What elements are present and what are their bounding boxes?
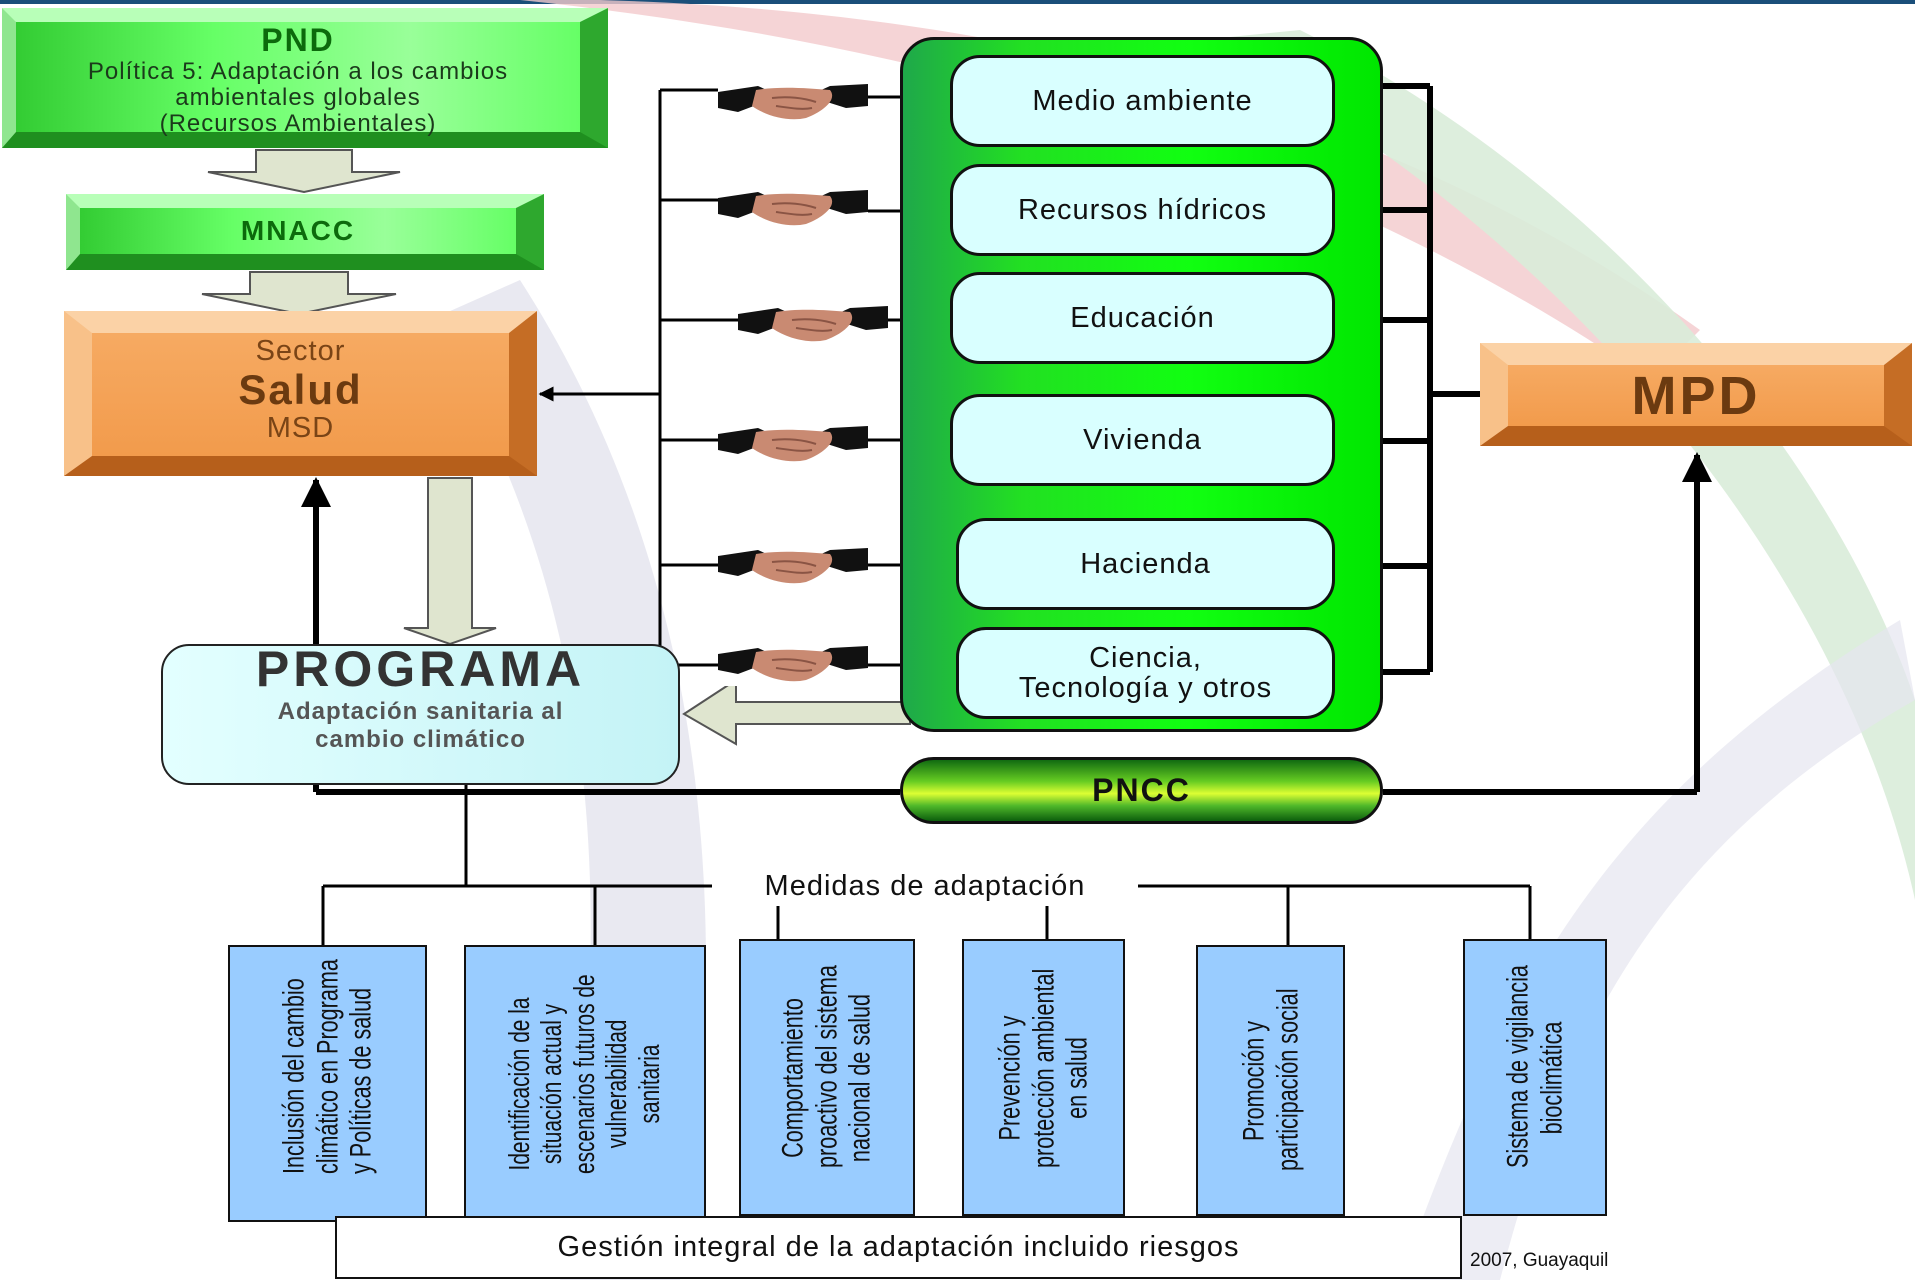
measure-line: Sistema de vigilancia — [1501, 964, 1535, 1168]
measure-vigilancia: Sistema de vigilancia bioclimática — [1463, 939, 1607, 1216]
measure-inclusion: Inclusión del cambio climático en Progra… — [228, 945, 427, 1222]
measure-prevencion: Prevención y protección ambiental en sal… — [962, 939, 1125, 1216]
pnd-line-1: Política 5: Adaptación a los cambios — [87, 58, 509, 85]
salud-line-2: Salud — [238, 366, 363, 413]
salud-line-1: Sector — [255, 335, 346, 367]
pnd-line-2: ambientales globales — [175, 83, 421, 111]
pnd-line-3: (Recursos Ambientales) — [159, 109, 437, 137]
gestion-label: Gestión integral de la adaptación inclui… — [557, 1231, 1240, 1263]
sector-label-line-1: Ciencia, — [1089, 641, 1202, 674]
handshake-icon — [718, 190, 868, 230]
measure-line: nacional de salud — [843, 993, 877, 1162]
sector-label: Vivienda — [1083, 423, 1202, 456]
measure-line: situación actual y — [536, 1003, 569, 1164]
sector-educacion: Educación — [950, 272, 1335, 364]
sector-hacienda: Hacienda — [956, 518, 1335, 610]
salud-line-3: MSD — [266, 412, 335, 445]
programa-sub-2: cambio climático — [315, 726, 526, 753]
handshake-icon — [718, 84, 868, 124]
programa-title: PROGRAMA — [255, 641, 586, 697]
pnd-box: PND Política 5: Adaptación a los cambios… — [2, 8, 608, 148]
sector-recursos-hidricos: Recursos hídricos — [950, 164, 1335, 256]
measure-line: Inclusión del cambio — [277, 977, 311, 1174]
measure-line: protección ambiental — [1026, 968, 1060, 1168]
sector-label: Recursos hídricos — [1017, 193, 1268, 226]
programa-sub-1: Adaptación sanitaria al — [277, 698, 564, 725]
measure-promocion: Promoción y participación social — [1196, 945, 1345, 1216]
measure-identificacion: Identificación de la situación actual y … — [464, 945, 706, 1222]
sector-label-line-2: Tecnología y otros — [1018, 672, 1273, 704]
handshake-icon — [718, 646, 868, 686]
measure-line: proactivo del sistema — [810, 964, 844, 1168]
sectors-panel — [900, 37, 1383, 732]
measure-line: climático en Programa — [310, 958, 344, 1174]
handshake-icon — [718, 548, 868, 588]
programa-box: PROGRAMA Adaptación sanitaria al cambio … — [161, 644, 680, 785]
handshake-icon — [718, 426, 868, 466]
medidas-label: Medidas de adaptación — [712, 866, 1138, 906]
measure-line: bioclimática — [1535, 1021, 1568, 1134]
measure-line: sanitaria — [633, 1044, 666, 1123]
measure-line: y Políticas de salud — [344, 987, 378, 1174]
mpd-box: MPD — [1480, 343, 1912, 446]
pnd-title: PND — [261, 22, 335, 58]
sector-label: Educación — [1070, 301, 1215, 334]
mnacc-box: MNACC — [66, 194, 544, 270]
measure-line: Identificación de la — [503, 997, 536, 1170]
measure-line: vulnerabilidad — [601, 1019, 634, 1148]
mnacc-label: MNACC — [240, 215, 356, 246]
sector-ciencia-tecnologia: Ciencia, Tecnología y otros — [956, 627, 1335, 719]
measure-line: Comportamiento — [776, 997, 810, 1158]
footnote: 2007, Guayaquil — [1470, 1250, 1609, 1271]
pncc-bar: PNCC — [900, 757, 1383, 824]
mpd-label: MPD — [1631, 365, 1761, 426]
gestion-integral-bar: Gestión integral de la adaptación inclui… — [335, 1216, 1462, 1279]
sector-medio-ambiente: Medio ambiente — [950, 55, 1335, 147]
measure-line: Prevención y — [993, 1015, 1027, 1140]
measure-comportamiento: Comportamiento proactivo del sistema nac… — [739, 939, 915, 1216]
measure-line: en salud — [1060, 1036, 1094, 1119]
sector-label: Hacienda — [1080, 547, 1211, 580]
sector-salud-box: Sector Salud MSD — [64, 311, 537, 476]
sector-vivienda: Vivienda — [950, 394, 1335, 486]
pncc-label: PNCC — [1092, 772, 1191, 808]
measure-line: participación social — [1270, 988, 1304, 1171]
sector-label: Medio ambiente — [1032, 84, 1253, 117]
measure-line: escenarios futuros de — [568, 973, 601, 1174]
handshake-icon — [738, 306, 888, 346]
measure-line: Promoción y — [1236, 1020, 1270, 1141]
